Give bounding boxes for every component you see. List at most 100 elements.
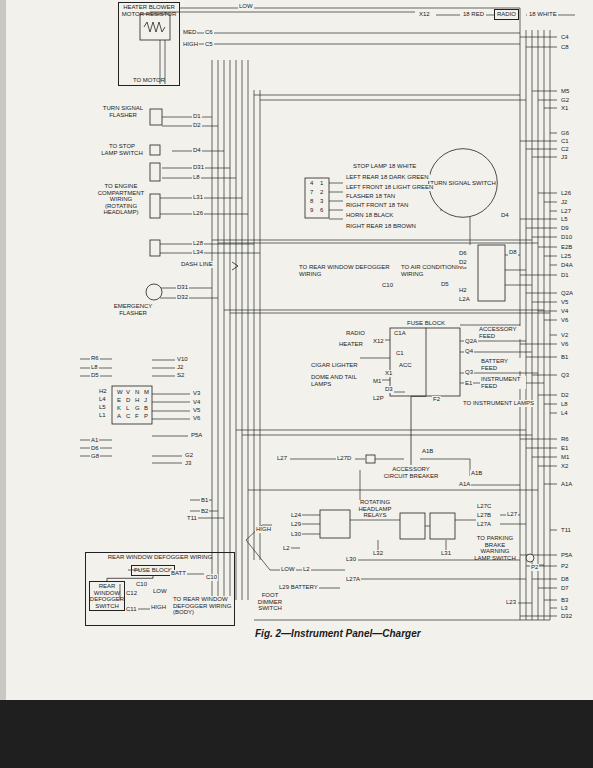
figure-caption: Fig. 2—Instrument Panel—Charger <box>255 628 421 639</box>
wire-label: G <box>134 405 141 412</box>
wire-harness <box>80 8 575 620</box>
wire-label: 4 <box>309 180 314 187</box>
wire-label: V <box>125 389 131 396</box>
wire-label: P2 <box>530 564 539 571</box>
wire-label: D5 <box>90 372 100 379</box>
wire-label: D6 <box>458 250 468 257</box>
wire-label: RIGHT REAR 18 BROWN <box>345 223 417 230</box>
wire-label: HIGH <box>150 604 167 611</box>
wire-label: BATT <box>170 570 187 577</box>
wire-label: D2 <box>192 122 202 129</box>
wire-connector <box>411 328 426 465</box>
wire-label: 18 RED <box>462 11 485 18</box>
wire-label: F <box>134 413 140 420</box>
scan-background <box>0 700 593 768</box>
wire-label: L5 <box>560 216 569 223</box>
wire-label: L30 <box>345 556 357 563</box>
wire-label: L25 <box>560 253 572 260</box>
wire-label: G6 <box>560 130 570 137</box>
wire-label: X12 <box>418 11 431 18</box>
wire-label: C10 <box>205 574 218 581</box>
wire-label: 2 <box>319 189 324 196</box>
connector-symbol <box>150 194 160 218</box>
wire-label: 8 <box>309 198 314 205</box>
node-title: FUSE BLOCK <box>134 567 172 574</box>
wire-label: D8 <box>508 249 518 256</box>
wire-label: H2 <box>458 287 468 294</box>
wire-label: L5 <box>98 404 107 411</box>
node-title: FUSE BLOCK <box>407 320 445 327</box>
wire-label: E2B <box>560 244 573 251</box>
wire-label: D5 <box>440 281 450 288</box>
wire-label: L8 <box>192 174 201 181</box>
wire-label: N <box>134 389 140 396</box>
wire-label: L29 BATTERY <box>278 584 319 591</box>
wire-label: 6 <box>319 207 324 214</box>
node-title: REAR WINDOW DEFOGGER SWITCH <box>90 583 124 609</box>
wire-label: C12 <box>125 590 138 597</box>
wire-label: H <box>134 397 140 404</box>
wire-label: M1 <box>560 454 570 461</box>
wire-label: T11 <box>186 515 198 522</box>
wire-label: C6 <box>204 29 214 36</box>
wire-label: RIGHT FRONT 18 TAN <box>345 202 409 209</box>
node-text: TO MOTOR <box>133 77 165 84</box>
wire-label: M5 <box>560 88 570 95</box>
wire-label: LOW <box>280 566 296 573</box>
wire-label: L27A <box>345 576 361 583</box>
wire-label: A1B <box>421 448 434 455</box>
wire-label: D2 <box>458 259 468 266</box>
connector-label: TO ENGINE COMPARTMENT WIRING (ROTATING H… <box>94 182 148 217</box>
wire-label: L27 <box>560 208 572 215</box>
wire-label: R6 <box>90 355 100 362</box>
wire-label: D32 <box>176 294 189 301</box>
wire-label: R6 <box>560 436 570 443</box>
node-title: TO PARKING BRAKE WARNING LAMP SWITCH <box>472 535 518 561</box>
wire-label: MED <box>182 29 197 36</box>
wire-label: L31 <box>440 550 452 557</box>
wire-label: FLASHER 18 TAN <box>345 193 396 200</box>
wire-label: L2 <box>282 545 291 552</box>
wire-label: D7 <box>560 585 570 592</box>
wire-label: X2 <box>560 463 569 470</box>
wire-label: S2 <box>176 372 185 379</box>
fuse-block-body <box>390 328 460 396</box>
wire-label: B2 <box>200 508 209 515</box>
circle-shape <box>429 149 498 218</box>
wire-label: L26 <box>560 190 572 197</box>
wire-label: LEFT FRONT 18 LIGHT GREEN <box>345 184 434 191</box>
node-title: TURN SIGNAL FLASHER <box>102 105 144 118</box>
resistor-body <box>140 14 170 40</box>
wire-label: C2 <box>560 146 570 153</box>
wire-label: E <box>116 397 122 404</box>
relay-label: ROTATING HEADLAMP RELAYS <box>352 498 398 520</box>
wire-label: E1 <box>464 380 473 387</box>
wire-label: D4 <box>192 147 202 154</box>
node-title: FOOT DIMMER SWITCH <box>254 592 286 612</box>
flasher-label: EMERGENCY FLASHER <box>108 302 158 317</box>
turn-signal-connector <box>305 178 329 218</box>
wire-label: L30 <box>290 531 302 538</box>
wire-label: C10 <box>135 581 148 588</box>
wire-label: V2 <box>560 332 569 339</box>
wire-label: CIGAR LIGHTER <box>310 362 359 369</box>
component-symbols <box>112 14 534 562</box>
wire-label: HIGH <box>255 526 272 533</box>
connector-symbol <box>150 145 160 155</box>
node-title: TURN SIGNAL SWITCH <box>430 180 495 187</box>
wire-label: D2 <box>560 392 570 399</box>
wire-label: D32 <box>560 613 573 620</box>
wire-label: H2 <box>98 388 108 395</box>
wire-label: LOW <box>238 3 254 10</box>
wire-label: J3 <box>560 154 568 161</box>
wire-label: INSTRUMENT FEED <box>480 376 526 389</box>
wire-label: L28 <box>192 240 204 247</box>
wire-label: TO REAR WINDOW DEFOGGER WIRING (BODY) <box>172 596 234 616</box>
wire-label: ACC <box>398 362 413 369</box>
wire-label: P <box>143 413 149 420</box>
wire-label: A <box>116 413 122 420</box>
wire-label: L27 <box>276 455 288 462</box>
wire-label: L27 <box>506 511 518 518</box>
relay-symbol <box>320 510 350 538</box>
wire-label: V3 <box>192 390 201 397</box>
